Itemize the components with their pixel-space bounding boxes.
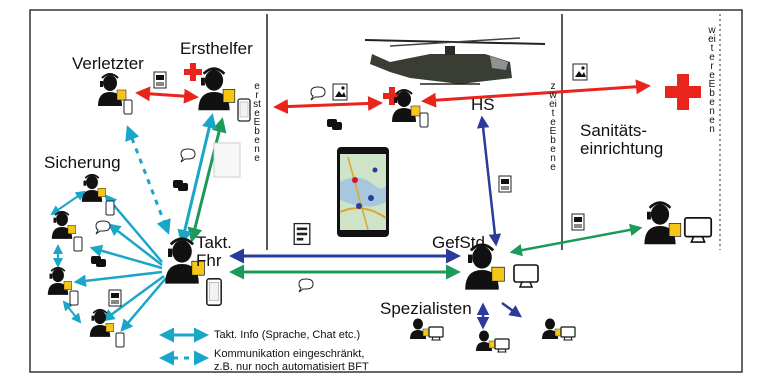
label-hs: HS xyxy=(471,95,495,114)
label-takt-fhr: Takt. Fhr xyxy=(196,233,232,270)
hs-phone-icon xyxy=(419,112,429,128)
edge-sicherung-5 xyxy=(101,274,165,322)
document-icon xyxy=(293,222,311,246)
edge-verletzter-taktfhr-dashed xyxy=(125,125,171,235)
edge-hs-gefstd xyxy=(476,115,502,247)
sicherung-phone-icon xyxy=(69,290,79,306)
edge-verletzter-ersthelfer xyxy=(135,86,199,104)
radio-icon xyxy=(498,175,512,193)
label-gefstd: GefStd xyxy=(432,233,485,252)
edge-sich-c xyxy=(62,300,82,324)
edge-gefstd-spez-2 xyxy=(501,301,523,318)
edge-sicherung-1 xyxy=(104,194,163,263)
sicherung-phone-icon xyxy=(73,236,83,252)
radio-icon xyxy=(571,213,585,231)
map-tablet-icon xyxy=(337,147,389,237)
edge-ersthelfer-taktfhr-teal xyxy=(177,113,217,245)
verletzter-document-icon xyxy=(153,71,167,89)
edge-sicherung-4 xyxy=(73,270,163,288)
legend-dashed-label: Kommunikation eingeschränkt, z.B. nur no… xyxy=(214,348,369,373)
edge-sich-a xyxy=(50,190,86,216)
label-spezialisten: Spezialisten xyxy=(380,299,472,318)
edge-ersthelfer-hs xyxy=(273,95,383,115)
edge-sicherung-6 xyxy=(120,277,167,332)
image-icon xyxy=(332,83,348,101)
label-sicherung: Sicherung xyxy=(44,153,121,172)
ersthelfer-form-icon xyxy=(213,142,241,178)
ersthelfer-phone-icon xyxy=(237,98,251,122)
edge-sicherung-3 xyxy=(89,244,163,270)
verletzter-phone-icon xyxy=(123,99,133,115)
image-icon xyxy=(572,63,588,81)
edge-hs-sanitaet xyxy=(421,79,651,108)
label-verletzter: Verletzter xyxy=(72,54,144,73)
edge-gefstd-further xyxy=(509,223,643,257)
level-label-second: zweite Ebene xyxy=(549,81,557,173)
level-label-first: erste Ebene xyxy=(253,81,261,164)
legend-solid-label: Takt. Info (Sprache, Chat etc.) xyxy=(214,329,361,341)
edge-sicherung-2 xyxy=(108,223,163,266)
sicherung-phone-icon xyxy=(115,332,125,348)
label-ersthelfer: Ersthelfer xyxy=(180,39,253,58)
taktfhr-phone-icon xyxy=(206,278,222,306)
label-sanitaet: Sanitäts- einrichtung xyxy=(580,121,664,158)
document-icon xyxy=(108,289,122,307)
sicherung-phone-icon xyxy=(105,200,115,216)
level-label-further: weitere Ebenen xyxy=(708,25,716,135)
